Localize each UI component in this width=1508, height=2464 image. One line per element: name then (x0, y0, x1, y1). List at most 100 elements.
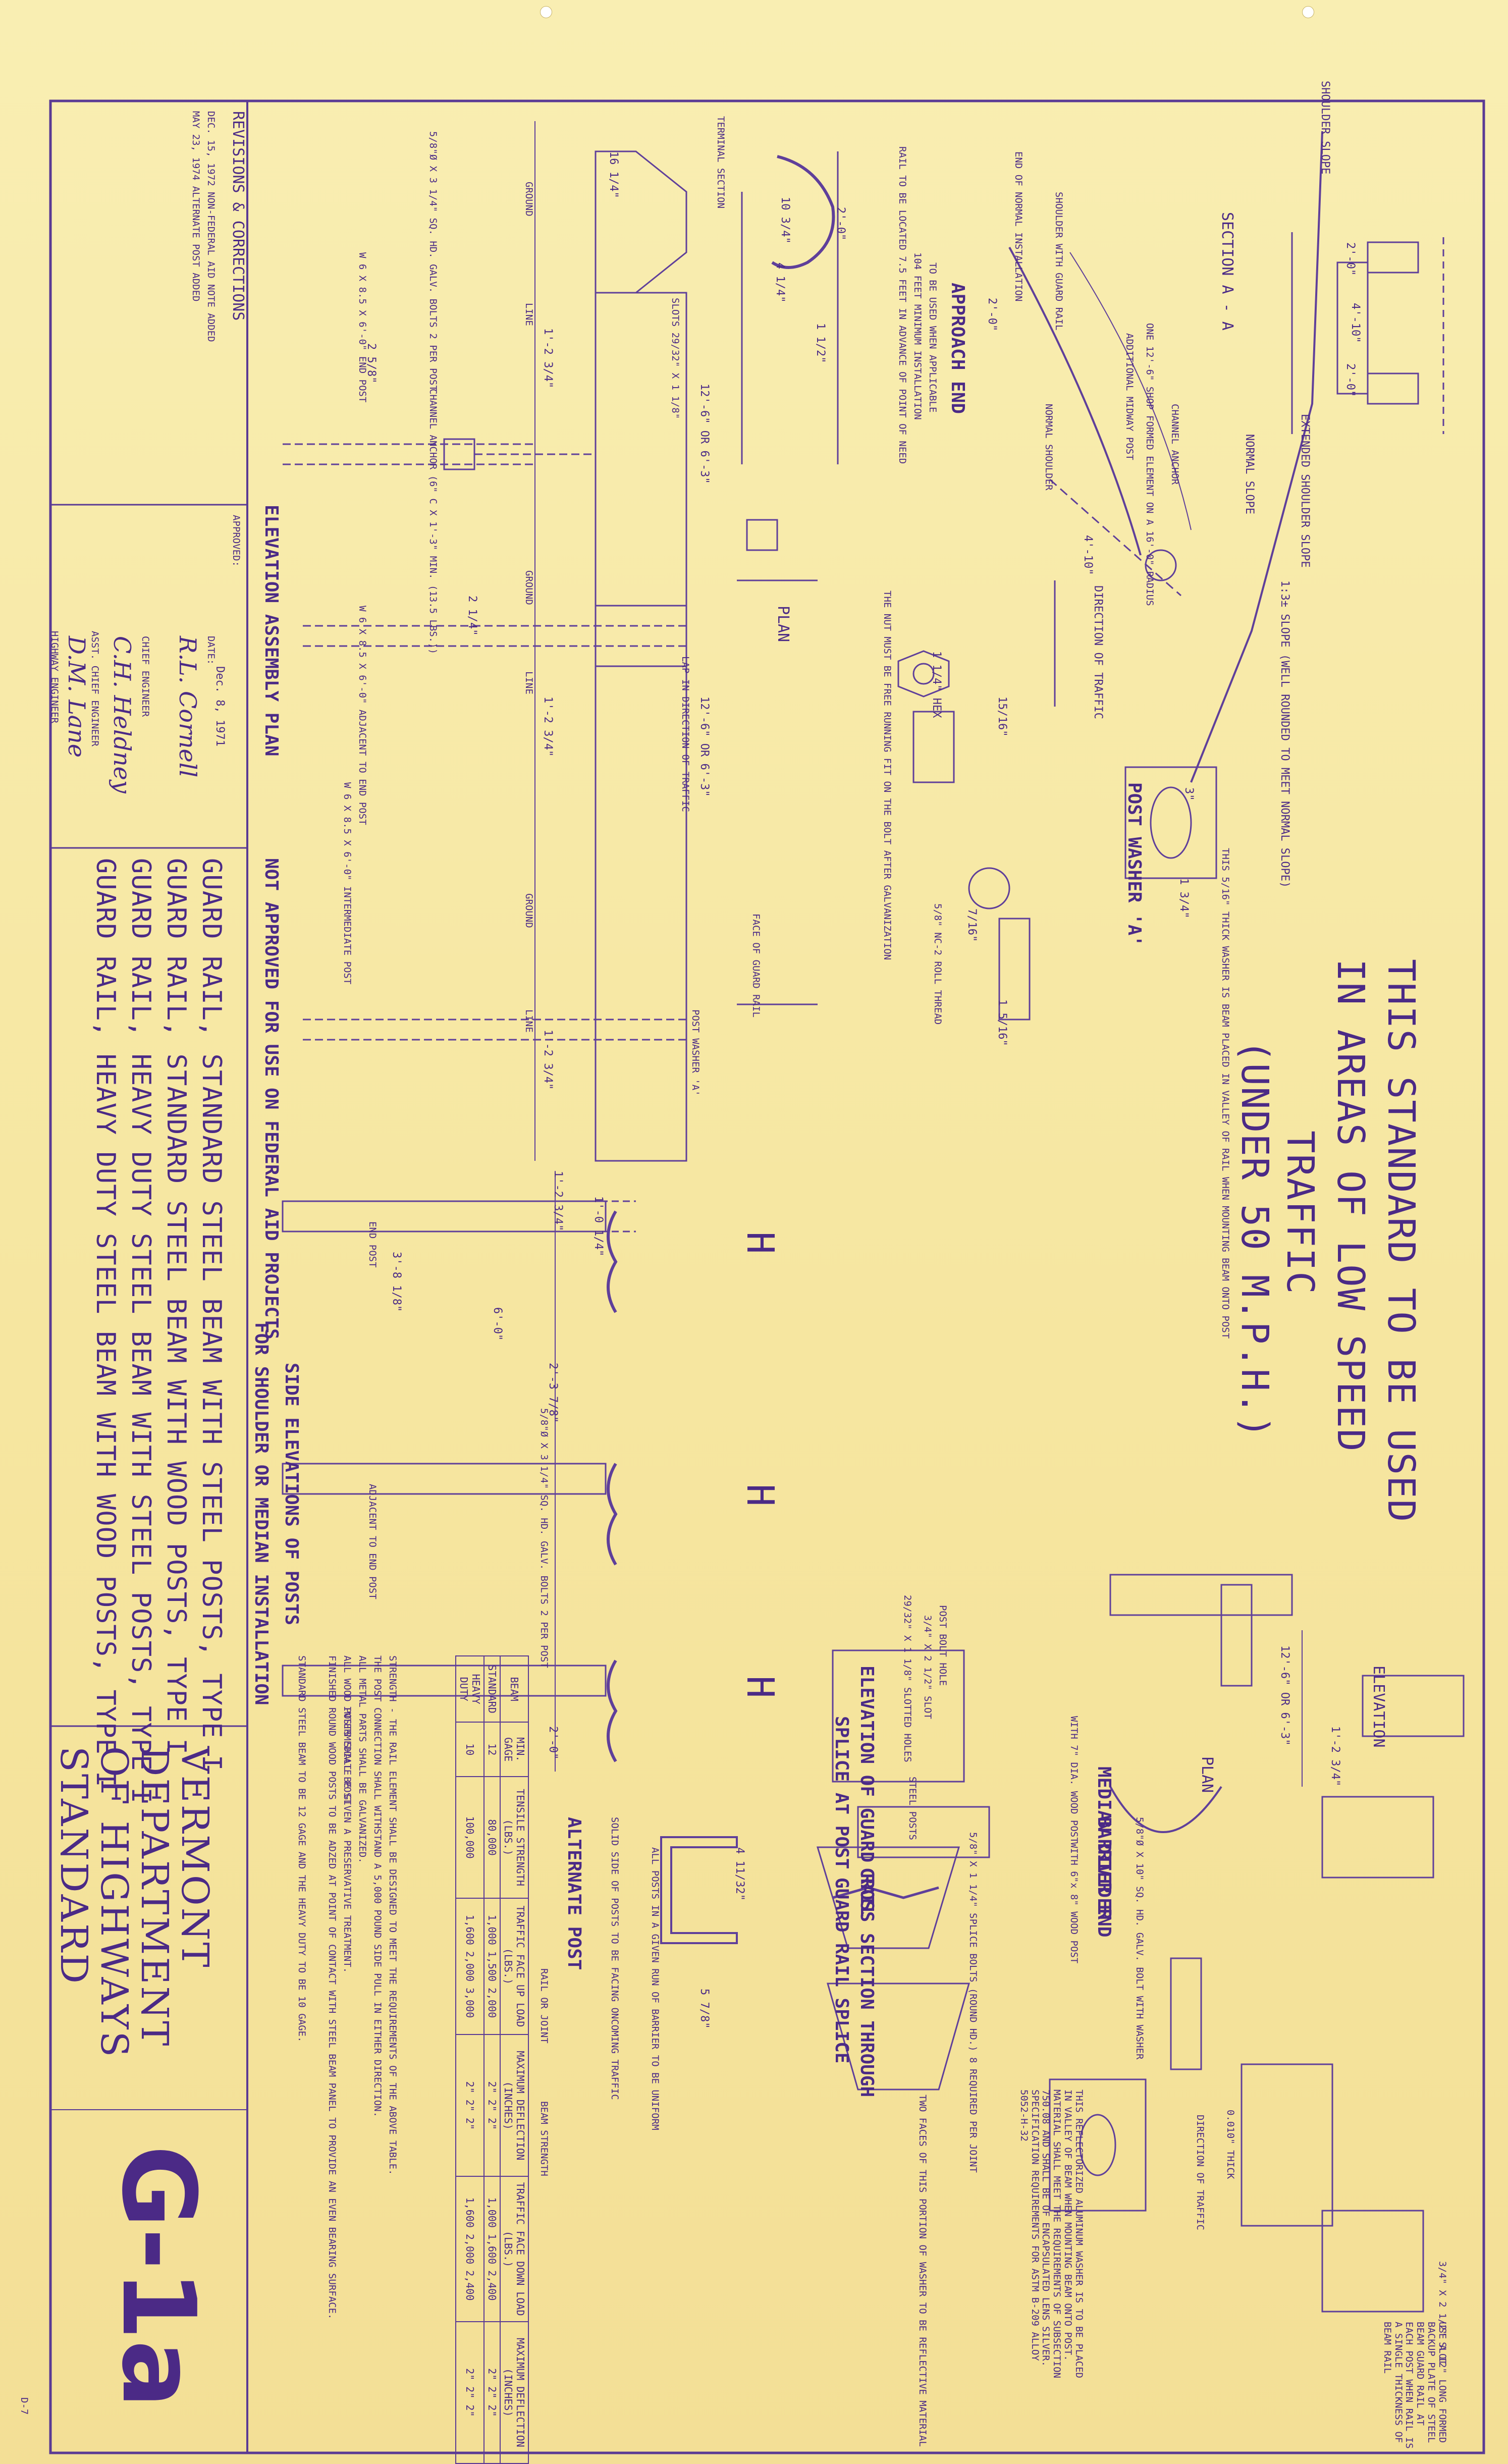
midway-post-label: ADDITIONAL MIDWAY POST (1124, 333, 1135, 460)
standard-number: G-1a (99, 2145, 217, 2408)
asst-chief-engineer-label: ASST. CHIEF ENGINEER (89, 631, 100, 746)
splice-bolts-label: 5/8" X 1 1/4" SPLICE BOLTS (ROUND HD.) 8… (967, 1832, 979, 2173)
table-cell: HEAVY DUTY (456, 1656, 484, 1723)
table-cell: 1,600 2,000 2,400 (456, 2176, 484, 2322)
normal-slope-label: NORMAL SLOPE (1243, 434, 1256, 514)
lap-direction-label: LAP IN DIRECTION OF TRAFFIC (680, 656, 691, 812)
alternate-post-title: ALTERNATE POST (564, 1817, 584, 1970)
median-barrier-geometry (1109, 1574, 1465, 1879)
table-header-cell: TRAFFIC FACE DOWN LOAD (LBS.) (500, 2176, 528, 2322)
h-mark-2: H (738, 1484, 782, 1508)
title-line-1: GUARD RAIL, STANDARD STEEL BEAM WITH STE… (196, 858, 227, 1772)
approach-end-geometry (1008, 247, 1192, 707)
washer-detail-geometry (897, 650, 1217, 1021)
steel-posts-label: STEEL POSTS (907, 1777, 918, 1840)
date-value: Dec. 8, 1971 (213, 666, 226, 746)
table-cell: 2" 2" 2" (456, 2034, 484, 2177)
table-header-cell: TRAFFIC FACE UP LOAD (LBS.) (500, 1898, 528, 2035)
table-header-cell: MIN. GAGE (500, 1722, 528, 1777)
alternate-dim-1: 4 11/32" (733, 1847, 746, 1901)
direction-of-traffic: DIRECTION OF TRAFFIC (1092, 585, 1104, 719)
agency-line-4: STANDARD (52, 1746, 95, 1986)
side-dim-4: 3'-8 1/8" (390, 1252, 403, 1312)
terminal-dim-3: 2'-0" (834, 207, 847, 241)
side-dim-5: 2'-3 7/8" (547, 1363, 559, 1423)
intermediate-post-spec: W 6 X 8.5 X 6'-0" INTERMEDIATE POST (342, 782, 353, 985)
reflector-geometry (1049, 1957, 1424, 2313)
sheet-reference: D-7 (19, 2397, 30, 2415)
approved-label: APPROVED: (231, 515, 242, 567)
ground-label-2: GROUND (523, 570, 534, 605)
punch-hole (1302, 6, 1314, 18)
elev-dim-2: 1'-2 3/4" (542, 697, 554, 757)
reflector-direction: DIRECTION OF TRAFFIC (1195, 2115, 1206, 2230)
shoulder-guardrail-label: SHOULDER WITH GUARD RAIL (1053, 192, 1064, 331)
strength-note-4: ALL WOOD POSTS SHALL BE GIVEN A PRESERVA… (342, 1655, 353, 1973)
table-header-cell: MAXIMUM DEFLECTION (INCHES) (500, 2034, 528, 2177)
approach-dim-a: 2'-0" (986, 298, 998, 332)
elev-dim-3: 1'-2 3/4" (542, 1030, 554, 1090)
terminal-dim-2: 10 3/4" (779, 197, 791, 244)
face-of-rail-label: FACE OF GUARD RAIL (750, 914, 762, 1017)
table-header-cell: TENSILE STRENGTH (LBS.) (500, 1777, 528, 1898)
table-cell: 1,000 1,600 2,400 (484, 2176, 500, 2322)
median-wood-post: WITH 7" DIA. WOOD POST (1068, 1716, 1080, 1843)
title-line-2: GUARD RAIL, STANDARD STEEL BEAM WITH WOO… (161, 858, 191, 1755)
table-header-cell: MAXIMUM DEFLECTION (INCHES) (500, 2321, 528, 2463)
section-dim-1: 2'-0" (1344, 242, 1357, 276)
barrier-wood-post: WITH 6"x 8" WOOD POST (1068, 1842, 1080, 1964)
signature-1: R.L. Cornell (174, 636, 201, 778)
notice-line-4: (UNDER 50 M.P.H.) (1233, 1040, 1276, 1439)
washer-note: THIS 5/16" THICK WASHER IS BEAM PLACED I… (1220, 848, 1231, 1339)
line-label-2: LINE (523, 671, 534, 694)
table-cell: 80,000 (484, 1777, 500, 1898)
span-label-1: 12'-6" OR 6'-3" (698, 384, 711, 484)
washer-dim-1: 3" (1182, 787, 1195, 801)
agency-line-3: OF HIGHWAYS (92, 1746, 136, 2059)
side-dim-1: 1'-2 3/4" (552, 1171, 564, 1231)
title-line-3: GUARD RAIL, HEAVY DUTY STEEL BEAM WITH S… (126, 858, 156, 1804)
notice-line-2: IN AREAS OF LOW SPEED (1329, 959, 1372, 1453)
table-cell: STANDARD (484, 1656, 500, 1723)
ground-label-3: GROUND (523, 893, 534, 928)
reflectorized-washer-note: THIS REFLECTORIZED ALUMINUM WASHER IS TO… (1018, 2090, 1085, 2378)
hex-label: 1 1/4" HEX (930, 651, 943, 718)
barrier-end-title: BARRIER END (1094, 1817, 1114, 1938)
side-elevation-geometry (282, 1171, 636, 1772)
post-washer-title: POST WASHER 'A' (1124, 782, 1145, 947)
table-row: STANDARD 12 80,000 1,000 1,500 2,000 2" … (484, 1656, 500, 2463)
elev-dim-4: 2 1/4" (466, 596, 478, 636)
revisions-heading: REVISIONS & CORRECTIONS (229, 111, 247, 321)
line-label-1: LINE (523, 303, 534, 326)
terminal-section-label: TERMINAL SECTION (715, 116, 726, 209)
strength-note-2: THE POST CONNECTION SHALL WITHSTAND A 5,… (372, 1655, 383, 2118)
section-dim-3: 2'-0" (1344, 363, 1357, 397)
terminal-dim-4: 4 1/4" (774, 262, 786, 303)
side-end-post: END POST (367, 1221, 378, 1268)
h-mark-1: H (738, 1231, 782, 1255)
bolts-label: 5/8"Ø X 3 1/4" SQ. HD. GALV. BOLTS 2 PER… (427, 131, 439, 391)
strength-note-1: STRENGTH - THE RAIL ELEMENT SHALL BE DES… (387, 1655, 398, 2175)
side-dim-3: 6'-0" (491, 1307, 504, 1341)
strength-note-3: ALL METAL PARTS SHALL BE GALVANIZED. (357, 1655, 368, 1863)
table-cell: 12 (484, 1722, 500, 1777)
signature-3: D.M. Lane (63, 636, 90, 758)
elevation-assembly-geometry (283, 121, 818, 1162)
normal-shoulder-label: NORMAL SHOULDER (1043, 404, 1054, 491)
alternate-post-note-2: ALL POSTS IN A GIVEN RUN OF BARRIER TO B… (650, 1847, 661, 2130)
nut-note: THE NUT MUST BE FREE RUNNING FIT ON THE … (882, 591, 893, 960)
table-cell: 100,000 (456, 1777, 484, 1898)
reflector-slot: 3/4" X 2 1/2" SLOT (1437, 2261, 1448, 2365)
approach-note-1: TO BE USED WHEN APPLICABLE (927, 262, 938, 413)
terminal-dim-5: 1 1/2" (814, 323, 827, 363)
bolt-thread-label: 5/8" NC-2 ROLL THREAD (932, 903, 943, 1025)
channel-anchor-spec: CHANNEL ANCHOR (6" C X 1'-3" MIN. (13.5 … (427, 389, 439, 655)
washer-dim-2: 1 3/4" (1177, 878, 1190, 919)
median-elevation-label: ELEVATION (1370, 1666, 1387, 1748)
shoulder-slope-label: SHOULDER SLOPE (1319, 81, 1331, 175)
chief-engineer-label: CHIEF ENGINEER (140, 636, 151, 717)
reflector-thickness: 0.010" THICK (1225, 2110, 1236, 2179)
slope-note: 1:3± SLOPE (WELL ROUNDED TO MEET NORMAL … (1278, 580, 1291, 888)
